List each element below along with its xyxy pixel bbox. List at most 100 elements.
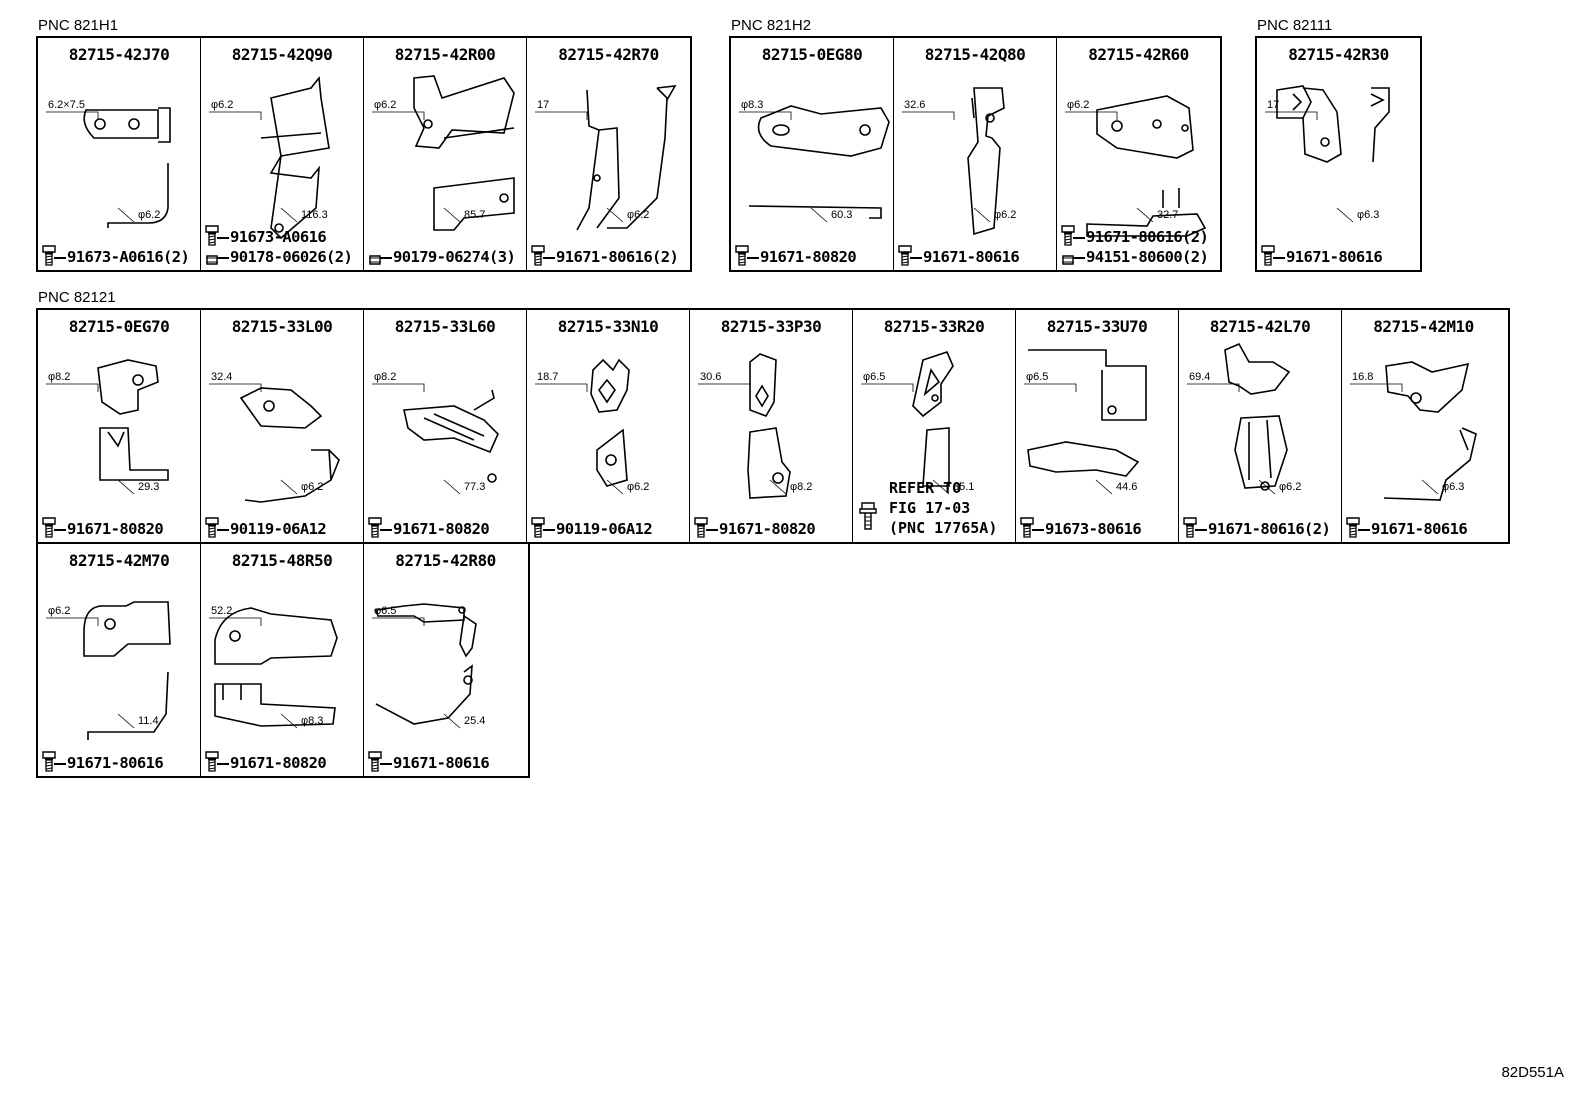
fastener-part-number: 91671-80616(2) <box>1208 520 1331 538</box>
leader-line <box>54 257 66 259</box>
bracket-drawing: φ6.285.7 <box>372 75 515 231</box>
fastener-row[interactable]: 90119-06A12 <box>205 517 363 538</box>
fastener-row[interactable]: 91671-80616 <box>898 245 1056 266</box>
fastener-row[interactable]: 90119-06A12 <box>531 517 689 538</box>
bracket-drawing: 32.6φ6.2 <box>902 87 1016 236</box>
dimension-label: φ8.2 <box>48 371 70 383</box>
dimension-label: φ6.2 <box>301 481 323 493</box>
fastener-part-number: 91673-80616 <box>1045 520 1142 538</box>
fastener-part-number: 91673-A0616 <box>230 228 327 246</box>
fastener-part-number: 90119-06A12 <box>556 520 653 538</box>
fastener-row[interactable]: 91671-80820 <box>205 751 363 772</box>
bolt-icon <box>205 517 219 538</box>
bolt-icon <box>368 751 382 772</box>
pin-icon <box>1062 255 1074 265</box>
part-number: 82715-48R50 <box>231 551 333 570</box>
bracket-drawing: 30.6φ8.2 <box>698 353 812 499</box>
bolt-icon <box>42 751 56 772</box>
fastener-part-number: 91671-80616 <box>67 754 164 772</box>
fastener-row[interactable]: 91671-80616(2) <box>531 245 690 266</box>
fastener-row[interactable]: 91673-A0616 <box>205 225 363 246</box>
part-number: 82715-42Q80 <box>924 45 1026 64</box>
fastener-list: 91671-80616 <box>42 751 200 772</box>
part-number: 82715-42Q90 <box>231 45 333 64</box>
leader-line <box>217 257 229 259</box>
bolt-icon <box>735 245 749 266</box>
fastener-part-number: 91671-80616(2) <box>556 248 679 266</box>
leader-line <box>217 237 229 239</box>
bracket-drawing: 69.4φ6.2 <box>1187 342 1301 495</box>
dimension-label: φ6.5 <box>374 605 396 617</box>
pin-icon <box>369 255 381 265</box>
leader-line <box>1273 257 1285 259</box>
fastener-row[interactable]: 94151-80600(2) <box>1061 246 1220 266</box>
dimension-label: 30.6 <box>700 371 721 383</box>
leader-line <box>1358 529 1370 531</box>
fastener-list: 91671-80616(2)94151-80600(2) <box>1061 225 1220 266</box>
dimension-label: φ8.3 <box>741 99 763 111</box>
fastener-row[interactable]: 91671-80616(2) <box>1061 225 1220 246</box>
fastener-part-number: 90179-06274(3) <box>393 248 516 266</box>
leader-line <box>747 257 759 259</box>
bracket-drawing: φ8.277.3 <box>372 371 499 495</box>
dimension-label: φ6.2 <box>48 605 70 617</box>
fastener-row[interactable]: 91671-80616(2) <box>1183 517 1341 538</box>
fastener-row[interactable]: 90179-06274(3) <box>368 246 526 266</box>
bolt-icon <box>368 517 382 538</box>
part-number: 82715-42R70 <box>558 45 659 64</box>
fastener-row[interactable]: 90178-06026(2) <box>205 246 363 266</box>
fastener-row[interactable]: 91671-80616 <box>1261 245 1420 266</box>
dimension-label: φ6.2 <box>994 209 1016 221</box>
pin-icon <box>206 255 218 265</box>
fastener-row[interactable]: 91671-80820 <box>694 517 852 538</box>
bracket-drawing: 6.2×7.5φ6.2 <box>46 99 171 228</box>
fastener-list: 90119-06A12 <box>205 517 363 538</box>
part-number: 82715-42R60 <box>1088 45 1189 64</box>
leader-line <box>543 529 555 531</box>
fastener-row[interactable]: 91671-80616 <box>368 751 527 772</box>
fastener-row[interactable]: 91671-80820 <box>368 517 526 538</box>
fastener-row[interactable]: 91673-A0616(2) <box>42 245 200 266</box>
fastener-part-number: 91671-80820 <box>67 520 164 538</box>
bolt-icon <box>694 517 708 538</box>
dimension-label: 32.7 <box>1157 209 1178 221</box>
bracket-drawing: φ6.544.6 <box>1024 349 1147 495</box>
fastener-row[interactable]: 91671-80820 <box>735 245 893 266</box>
dimension-label: φ8.3 <box>301 715 323 727</box>
dimension-label: 11.4 <box>138 715 159 727</box>
dimension-label: 44.6 <box>1116 481 1137 493</box>
leader-line <box>1195 529 1207 531</box>
fastener-row[interactable]: 91671-80616 <box>42 751 200 772</box>
dimension-label: 25.4 <box>464 715 485 727</box>
fastener-row[interactable]: 91673-80616 <box>1020 517 1178 538</box>
bolt-icon <box>898 245 912 266</box>
fastener-row[interactable]: 91671-80616 <box>1346 517 1505 538</box>
bolt-icon <box>42 517 56 538</box>
fastener-row[interactable]: 91671-80820 <box>42 517 200 538</box>
part-number: 82715-33L60 <box>394 317 496 336</box>
group-label-821h2: PNC 821H2 <box>731 17 812 34</box>
